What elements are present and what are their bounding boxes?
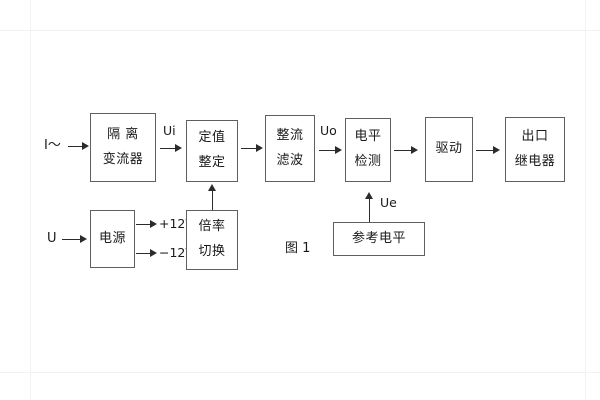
connector-setting-to-rectify (241, 148, 258, 149)
page-frame-top (0, 30, 600, 31)
block-output-relay-line-1: 出口 (521, 128, 549, 144)
rail-label-positive: +12V (159, 216, 194, 231)
block-power-supply-line-1: 电源 (98, 230, 126, 246)
arrowhead-reference-to-detect (365, 192, 373, 199)
block-reference-level-line-1: 参考电平 (351, 230, 406, 246)
signal-label-uo: Uo (320, 123, 337, 138)
arrowhead-detect-to-drive (411, 146, 418, 154)
connector-voltage-input (62, 239, 82, 240)
block-power-supply: 电源 (90, 210, 135, 268)
block-isolation-transformer-line-2: 变流器 (102, 151, 144, 167)
block-setting-adjust-line-2: 整定 (198, 155, 226, 170)
signal-label-ue: Ue (380, 195, 397, 210)
block-isolation-transformer-line-1: 隔 离 (107, 126, 139, 142)
connector-rail-negative (136, 253, 153, 254)
arrowhead-voltage-input (80, 235, 87, 243)
figure-caption: 图 1 (285, 241, 311, 256)
arrowhead-uo (335, 146, 342, 154)
block-isolation-transformer: 隔 离 变流器 (90, 113, 156, 182)
block-reference-level: 参考电平 (333, 222, 425, 256)
arrowhead-rail-positive (150, 220, 157, 228)
block-rectify-filter: 整流 滤波 (265, 115, 315, 182)
page-frame-right (585, 0, 586, 400)
block-rectify-filter-line-1: 整流 (276, 127, 304, 143)
connector-rail-positive (136, 224, 153, 225)
page-frame-bottom (0, 372, 600, 373)
block-multiplier-switch-line-1: 倍率 (198, 219, 226, 235)
signal-label-ui: Ui (163, 123, 176, 138)
input-label-current: I～ (44, 138, 61, 153)
rail-label-negative: −12V (159, 245, 194, 260)
block-drive-line-1: 驱动 (435, 141, 463, 157)
block-level-detection: 电平 检测 (345, 118, 391, 182)
connector-current-input (68, 146, 83, 147)
block-output-relay-line-2: 继电器 (514, 153, 556, 169)
input-label-voltage: U (47, 231, 57, 246)
block-level-detection-line-2: 检测 (354, 154, 382, 169)
page-frame-left (30, 0, 31, 400)
block-drive: 驱动 (425, 117, 473, 182)
connector-reference-to-detect (369, 198, 370, 222)
arrowhead-setting-to-rectify (256, 144, 263, 152)
arrowhead-rail-negative (150, 249, 157, 257)
connector-ui (160, 148, 177, 149)
connector-detect-to-drive (394, 150, 413, 151)
arrowhead-ui (175, 144, 182, 152)
block-multiplier-switch-line-2: 切换 (198, 244, 226, 259)
block-setting-adjust: 定值 整定 (186, 120, 238, 182)
block-output-relay: 出口 继电器 (505, 117, 565, 182)
arrowhead-current-input (82, 142, 89, 150)
block-level-detection-line-1: 电平 (354, 129, 382, 145)
block-multiplier-switch: 倍率 切换 (186, 210, 238, 270)
connector-multiplier-to-setting (212, 190, 213, 210)
connector-drive-to-relay (476, 150, 495, 151)
connector-uo (319, 150, 337, 151)
arrowhead-multiplier-to-setting (208, 184, 216, 191)
arrowhead-drive-to-relay (493, 146, 500, 154)
block-setting-adjust-line-1: 定值 (198, 130, 226, 146)
block-rectify-filter-line-2: 滤波 (276, 152, 304, 168)
